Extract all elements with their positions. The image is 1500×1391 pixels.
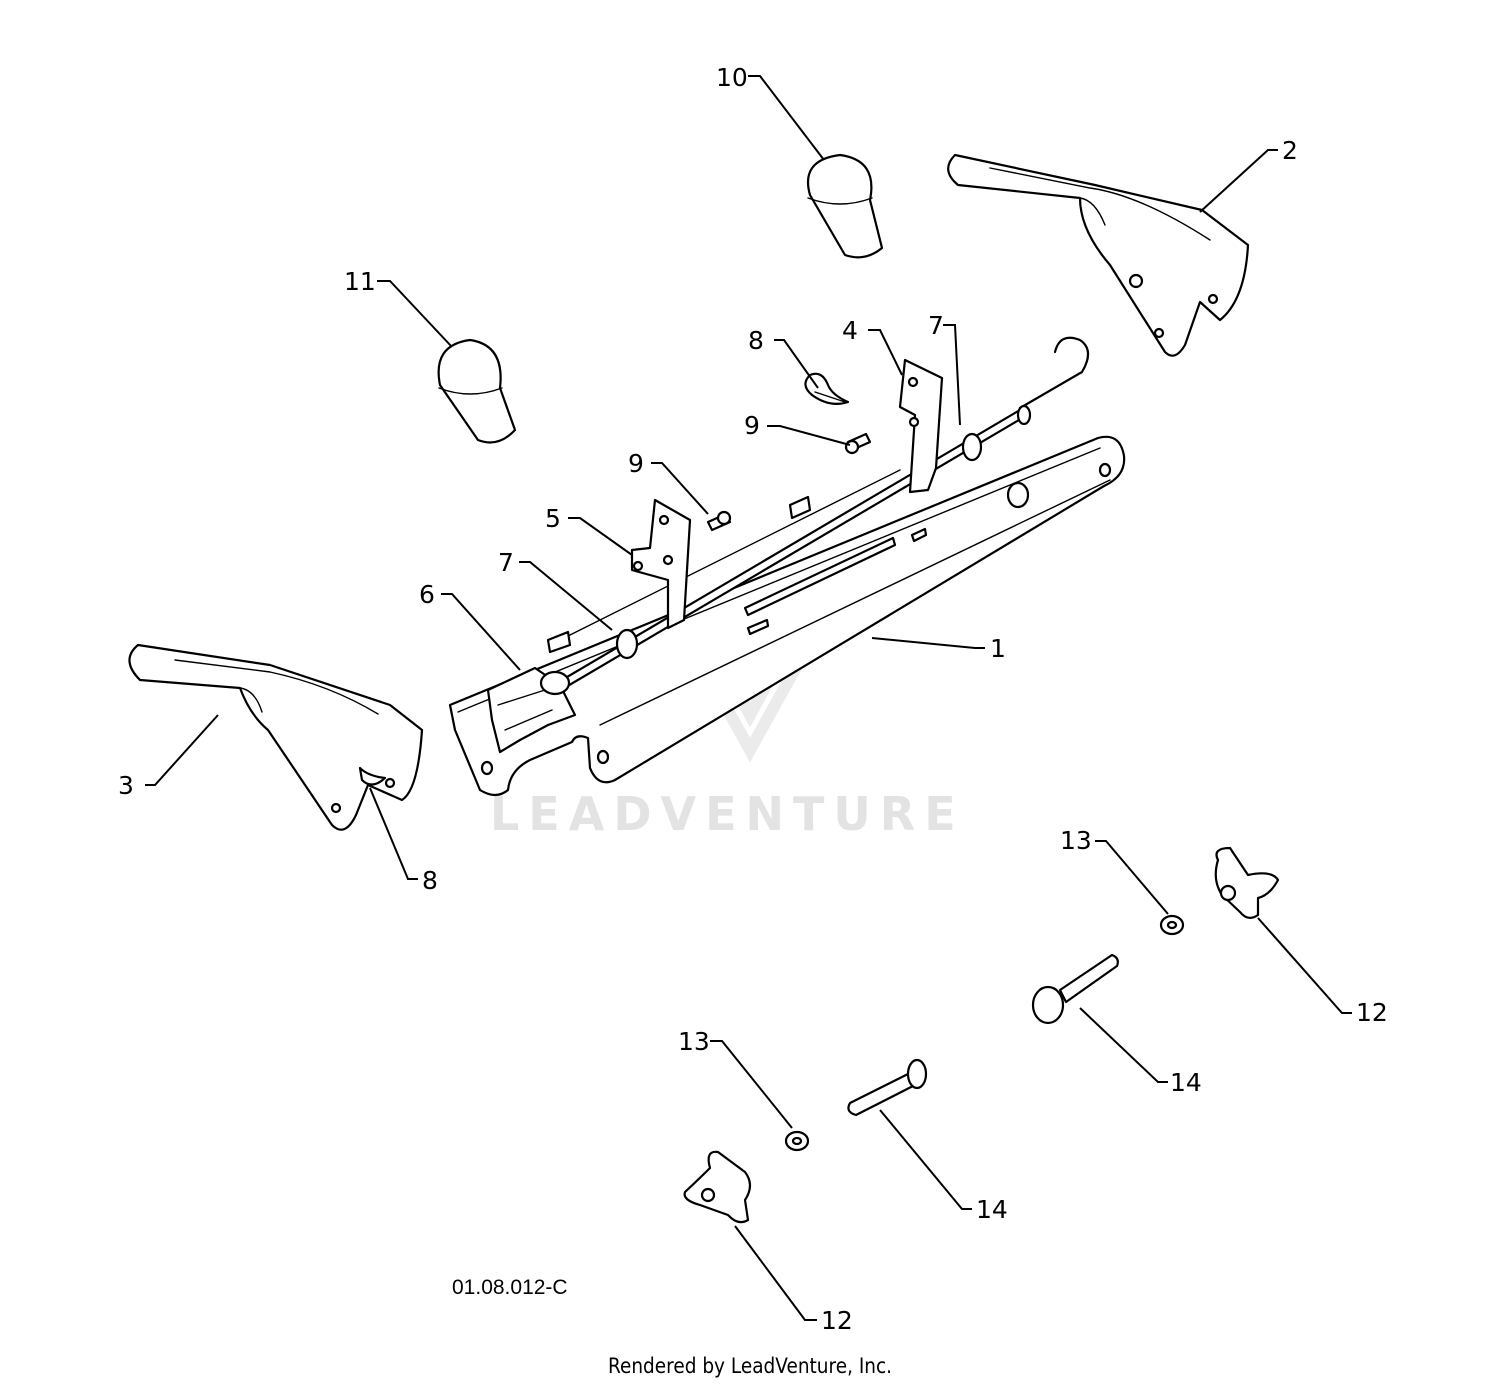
callout-3: 3 — [118, 771, 134, 800]
callout-7-left: 7 — [498, 548, 514, 577]
callout-9-upper: 9 — [744, 411, 760, 440]
callout-14-left: 14 — [976, 1195, 1008, 1224]
callout-5: 5 — [545, 504, 561, 533]
callout-6: 6 — [419, 580, 435, 609]
part-2-lever-right[interactable] — [947, 153, 1250, 357]
part-14-bolt-right[interactable] — [1031, 953, 1119, 1025]
part-1-bracket[interactable] — [448, 435, 1126, 797]
callout-14-right: 14 — [1170, 1068, 1202, 1097]
callout-12-left: 12 — [821, 1306, 853, 1335]
tab — [546, 630, 572, 654]
callout-10: 10 — [716, 63, 748, 92]
watermark-text: LEADVENTURE — [490, 787, 965, 841]
part-13-nut-right[interactable] — [1159, 914, 1185, 936]
diagram-code: 01.08.012-C — [452, 1276, 568, 1299]
leader-lines — [145, 75, 1352, 1321]
rendered-by-footer: Rendered by LeadVenture, Inc. — [607, 1354, 893, 1378]
callout-1: 1 — [990, 634, 1006, 663]
callout-labels: 10 2 11 4 7 8 9 9 5 7 6 1 3 8 13 12 14 1… — [118, 63, 1388, 1335]
callout-9-lower: 9 — [628, 449, 644, 478]
part-9-screw-lower[interactable] — [706, 510, 732, 532]
part-6-assembly[interactable] — [486, 666, 577, 754]
callout-8-lower: 8 — [422, 866, 438, 895]
callout-7-right: 7 — [928, 311, 944, 340]
part-12-star-knob-right[interactable] — [1214, 846, 1280, 919]
callout-8-upper: 8 — [748, 326, 764, 355]
part-12-star-knob-left[interactable] — [683, 1150, 752, 1224]
part-5-bracket[interactable] — [630, 498, 692, 630]
part-14-bolt-left[interactable] — [847, 1058, 928, 1117]
callout-2: 2 — [1282, 136, 1298, 165]
callout-12-right: 12 — [1356, 998, 1388, 1027]
part-13-nut-left[interactable] — [784, 1130, 810, 1152]
callout-13-left: 13 — [678, 1027, 710, 1056]
part-8-clip-lower[interactable] — [358, 766, 387, 786]
callout-4: 4 — [842, 316, 858, 345]
part-7-spacer-left[interactable] — [615, 628, 639, 660]
part-4-bracket[interactable] — [898, 358, 944, 494]
part-8-clip-upper[interactable] — [804, 372, 850, 405]
part-3-lever-left[interactable] — [128, 643, 424, 831]
callout-11: 11 — [344, 267, 376, 296]
part-11-knob[interactable] — [437, 338, 517, 444]
part-9-screw-upper[interactable] — [844, 432, 872, 455]
tab — [788, 495, 812, 520]
part-7-spacer-right[interactable] — [961, 404, 1032, 462]
part-10-knob[interactable] — [806, 153, 884, 259]
callout-13-right: 13 — [1060, 826, 1092, 855]
